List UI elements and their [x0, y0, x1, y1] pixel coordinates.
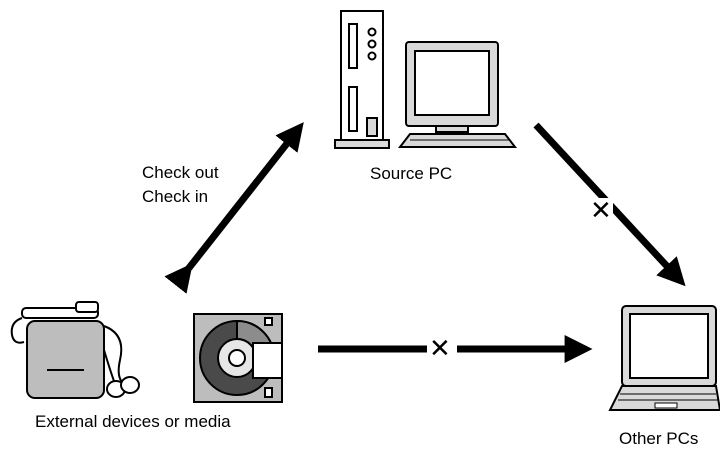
other-pcs-label: Other PCs: [619, 429, 699, 448]
monitor-icon: [405, 41, 499, 133]
laptop-icon: [608, 305, 720, 411]
minidisc-icon: [193, 313, 283, 403]
checkout-checkin-arrow: [164, 122, 304, 294]
blocked-mark-external-to-other: ✕: [429, 333, 451, 363]
checkout-label: Check out: [142, 163, 219, 182]
tower-case-icon: [334, 10, 390, 149]
blocked-mark-source-to-other: ✕: [590, 195, 612, 225]
keyboard-icon: [397, 133, 518, 148]
source-pc-label: Source PC: [370, 164, 453, 183]
checkin-label: Check in: [142, 187, 209, 206]
external-devices-label: External devices or media: [35, 412, 231, 431]
source-pc-icon: [334, 10, 518, 149]
portable-player-icon: [10, 301, 140, 399]
